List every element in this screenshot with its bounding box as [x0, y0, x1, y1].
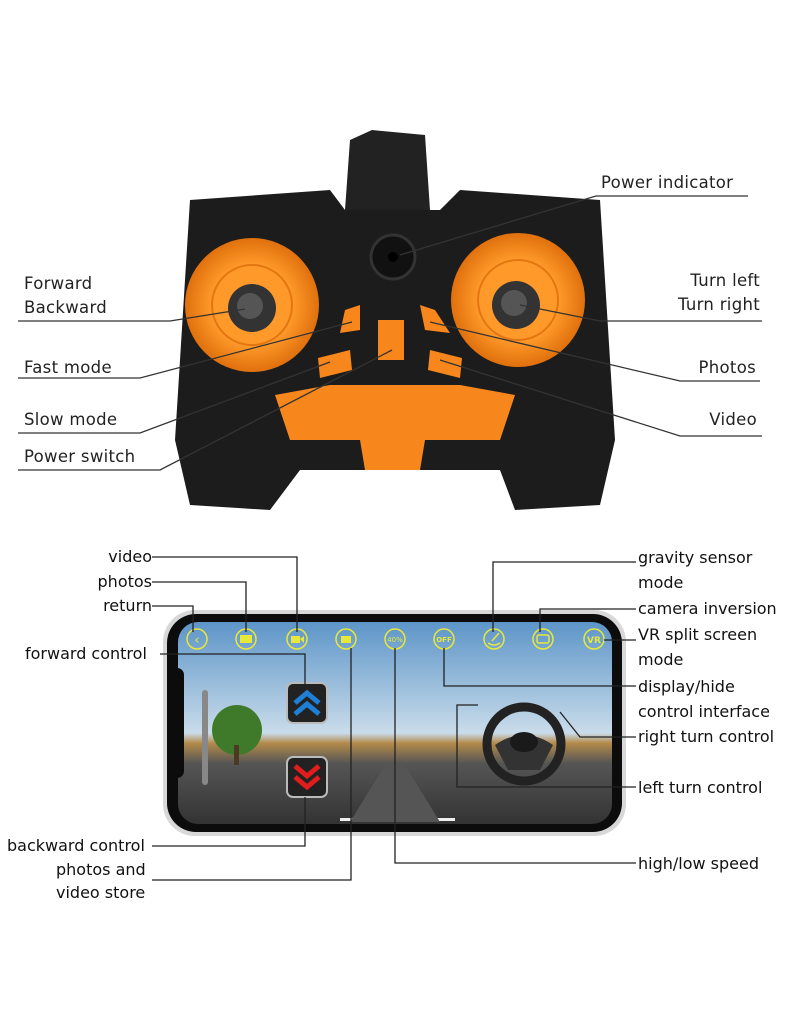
label-video: Video — [709, 410, 757, 429]
display-toggle-icon: OFF — [436, 636, 452, 644]
photos-button — [420, 305, 450, 333]
down-chevron-icon — [293, 764, 321, 791]
label-display-1: display/hide — [638, 677, 735, 696]
power-switch — [378, 320, 404, 360]
video-button — [428, 350, 462, 378]
label-camera-inversion: camera inversion — [638, 599, 777, 618]
vr-icon: VR — [587, 636, 601, 646]
fast-mode-button — [340, 305, 360, 333]
label-app-photos: photos — [97, 572, 152, 591]
label-gravity-1: gravity sensor — [638, 548, 753, 567]
back-button[interactable]: ‹ — [186, 628, 208, 650]
label-backward-control: backward control — [7, 836, 145, 855]
label-vr-1: VR split screen — [638, 625, 758, 644]
gravity-button[interactable] — [483, 628, 505, 650]
label-store-2: video store — [56, 883, 146, 902]
label-speed: high/low speed — [638, 854, 760, 873]
label-store-1: photos and — [56, 860, 146, 879]
camera-inversion-button[interactable] — [532, 628, 554, 650]
vr-button[interactable]: VR — [583, 628, 605, 650]
steering-wheel[interactable] — [482, 702, 566, 786]
label-app-video: video — [108, 547, 152, 566]
label-fast-mode: Fast mode — [24, 358, 112, 377]
app-leader-lines — [152, 556, 636, 881]
label-backward: Backward — [24, 298, 108, 317]
label-forward-control: forward control — [25, 644, 147, 663]
label-forward: Forward — [24, 274, 93, 293]
label-turn-left: Turn left — [690, 271, 760, 290]
label-display-2: control interface — [638, 702, 770, 721]
camera-icon — [240, 635, 252, 643]
label-slow-mode: Slow mode — [24, 410, 118, 429]
remote-controller — [175, 130, 615, 510]
label-left-turn: left turn control — [638, 778, 763, 797]
label-app-return: return — [103, 596, 152, 615]
label-turn-right: Turn right — [678, 295, 760, 314]
label-right-turn: right turn control — [638, 727, 775, 746]
forward-control-button[interactable] — [286, 682, 328, 724]
video-icon — [291, 636, 300, 643]
backward-control-button[interactable] — [286, 756, 328, 798]
label-gravity-2: mode — [638, 573, 684, 592]
slow-mode-button — [318, 350, 352, 378]
label-vr-2: mode — [638, 650, 684, 669]
folder-icon — [341, 636, 351, 643]
label-photos: Photos — [698, 358, 756, 377]
label-power-indicator: Power indicator — [601, 173, 734, 192]
controller-leader-lines — [18, 195, 762, 471]
speed-value: 40% — [387, 636, 403, 644]
up-chevron-icon — [293, 689, 321, 716]
label-power-switch: Power switch — [24, 447, 136, 466]
back-icon: ‹ — [194, 633, 199, 648]
camera-flip-icon — [536, 634, 550, 644]
store-button[interactable] — [335, 628, 357, 650]
gravity-icon — [487, 632, 501, 646]
